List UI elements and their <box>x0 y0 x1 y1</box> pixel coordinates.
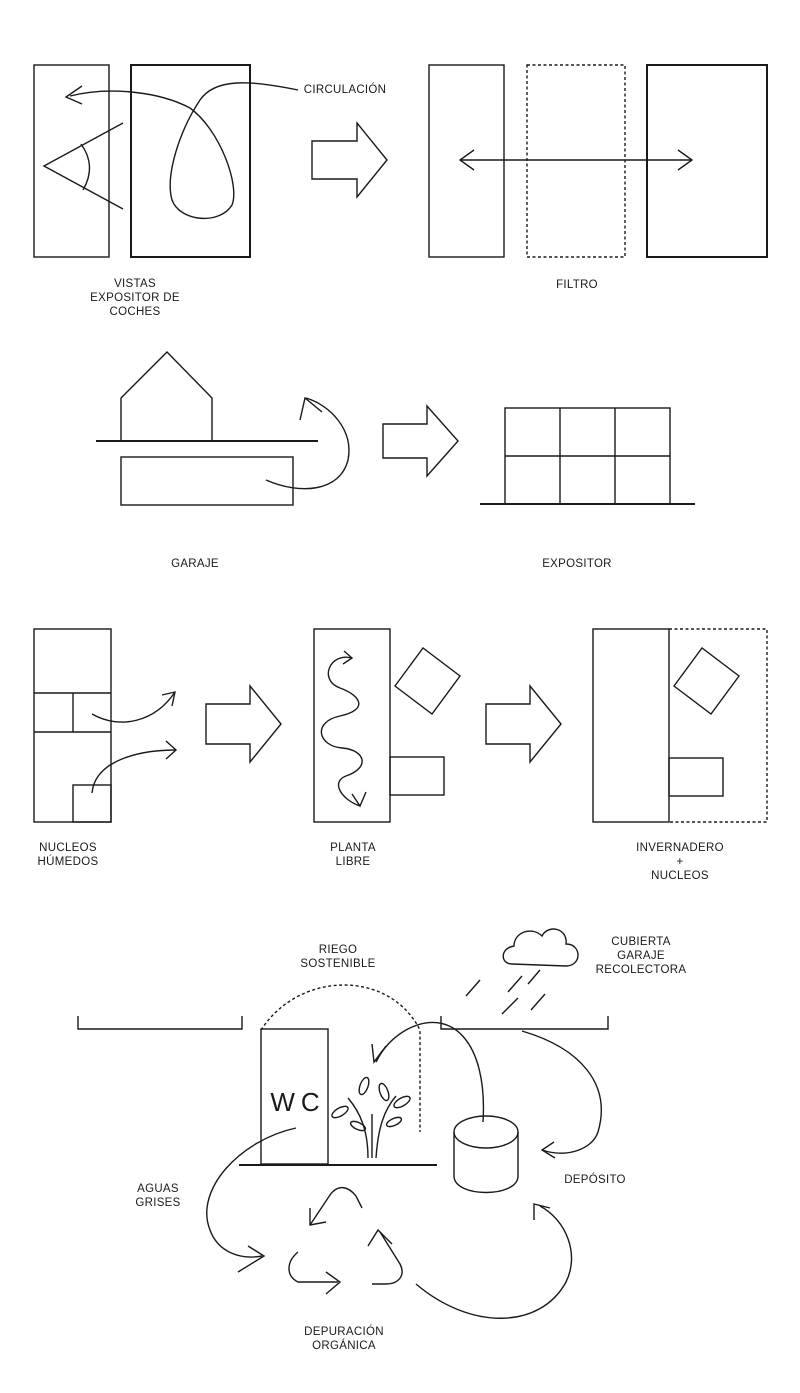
wc-label: WC <box>270 1087 325 1117</box>
wall-narrow <box>33 64 110 258</box>
greywater-arrowhead <box>237 1245 266 1273</box>
open-plan-label-2: LIBRE <box>336 856 371 868</box>
nucleos-diagram: NUCLEOS HÚMEDOS PLANTA LIBRE INVERNADERO… <box>33 628 768 882</box>
open-plan-box <box>313 628 391 823</box>
greenhouse-core-box <box>592 628 670 823</box>
roof-label-1: CUBIERTA <box>611 936 671 948</box>
open-plan-wave-arrowhead-top <box>342 650 354 665</box>
purification-label-2: ORGÁNICA <box>312 1339 376 1352</box>
garage-curve-arrowhead <box>299 396 323 421</box>
roof-to-tank-arrow <box>521 1030 602 1154</box>
greywater-arrow <box>206 1127 297 1258</box>
showroom-label: EXPOSITOR <box>542 558 612 570</box>
recycle-icon <box>288 1186 403 1295</box>
filter-arrowhead-left <box>458 149 475 171</box>
right-roof-bracket <box>440 1016 609 1030</box>
cloud-icon <box>502 928 579 967</box>
tank-to-plant-arrowhead <box>371 1043 387 1064</box>
filter-left-box <box>428 64 505 258</box>
greenhouse-dome <box>260 984 421 1132</box>
filter-label: FILTRO <box>556 279 598 291</box>
garage-curve-arrow <box>265 397 350 490</box>
irrigation-label-1: RIEGO <box>319 944 358 956</box>
filter-middle-box <box>526 64 626 258</box>
circulation-arrowhead <box>64 85 83 105</box>
open-plan-annex <box>389 756 445 796</box>
rain-line-2 <box>507 975 523 993</box>
vision-arc <box>80 143 91 191</box>
garage-label: GARAJE <box>171 558 219 570</box>
roof-label-2: GARAJE <box>617 950 665 962</box>
transition-arrow-2 <box>382 404 459 478</box>
purification-to-tank-arrowhead <box>533 1203 551 1220</box>
rain-line-5 <box>530 993 546 1011</box>
house-outline <box>120 351 213 441</box>
filter-right-box <box>646 64 768 258</box>
views-label-1: VISTAS <box>114 278 156 290</box>
tank-to-plant-arrow <box>375 1021 485 1123</box>
greenhouse-dashed-box <box>669 628 768 823</box>
greenhouse-annex <box>668 757 724 797</box>
open-plan-wave <box>320 656 363 807</box>
rain-line-1 <box>465 979 481 997</box>
garage-box <box>120 456 294 506</box>
vision-cone <box>42 122 124 210</box>
garaje-diagram: GARAJE EXPOSITOR <box>96 351 695 570</box>
panel-riego: RIEGO SOSTENIBLE CUBIERTA GARAJE RECOLEC… <box>0 890 800 1393</box>
purification-to-tank-arrow <box>415 1205 573 1319</box>
open-plan-label-1: PLANTA <box>330 842 376 854</box>
wet-cores-label-2: HÚMEDOS <box>38 855 99 868</box>
plant-icon <box>331 1076 411 1159</box>
riego-diagram: RIEGO SOSTENIBLE CUBIERTA GARAJE RECOLEC… <box>77 928 687 1352</box>
transition-arrow-3b <box>485 684 562 764</box>
vistas-diagram: CIRCULACIÓN VISTAS EXPOSITOR DE COCHES F… <box>33 64 768 318</box>
transition-arrow-1 <box>311 121 388 199</box>
transition-arrow-3a <box>205 684 282 764</box>
wet-out-arrowhead-1 <box>161 691 176 707</box>
rain-line-4 <box>501 997 519 1015</box>
left-roof-bracket <box>77 1016 243 1030</box>
roof-to-tank-arrowhead <box>540 1141 556 1159</box>
greywater-label-1: AGUAS <box>137 1183 179 1195</box>
panel-nucleos: NUCLEOS HÚMEDOS PLANTA LIBRE INVERNADERO… <box>0 600 800 890</box>
rain-line-3 <box>527 969 541 985</box>
greenhouse-rotated-box <box>673 647 740 715</box>
roof-label-3: RECOLECTORA <box>596 964 687 976</box>
tank-label: DEPÓSITO <box>564 1173 626 1186</box>
irrigation-label-2: SOSTENIBLE <box>300 958 375 970</box>
filter-arrowhead-right <box>677 149 694 171</box>
wet-core-small <box>72 784 112 823</box>
purification-label-1: DEPURACIÓN <box>304 1325 384 1338</box>
showroom-box <box>130 64 251 258</box>
wet-cores-label-1: NUCLEOS <box>39 842 97 854</box>
panel-vistas-filtro: CIRCULACIÓN VISTAS EXPOSITOR DE COCHES F… <box>0 0 800 320</box>
open-plan-rotated-box <box>394 647 461 715</box>
wet-out-arrowhead-2 <box>165 740 178 760</box>
greywater-label-2: GRISES <box>135 1197 180 1209</box>
greenhouse-label-3: NUCLEOS <box>651 870 709 882</box>
tank-icon <box>453 1115 519 1194</box>
greenhouse-label-2: + <box>676 856 683 868</box>
wet-out-curve-1 <box>91 691 176 723</box>
open-plan-wave-arrowhead-bottom <box>351 791 367 808</box>
wet-out-curve-2 <box>91 749 177 794</box>
greenhouse-label-1: INVERNADERO <box>636 842 724 854</box>
panel-garaje-expositor: GARAJE EXPOSITOR <box>0 320 800 600</box>
circulation-loop <box>69 82 299 219</box>
views-label-3: COCHES <box>109 306 160 318</box>
circulation-label: CIRCULACIÓN <box>304 83 387 96</box>
views-label-2: EXPOSITOR DE <box>90 292 180 304</box>
